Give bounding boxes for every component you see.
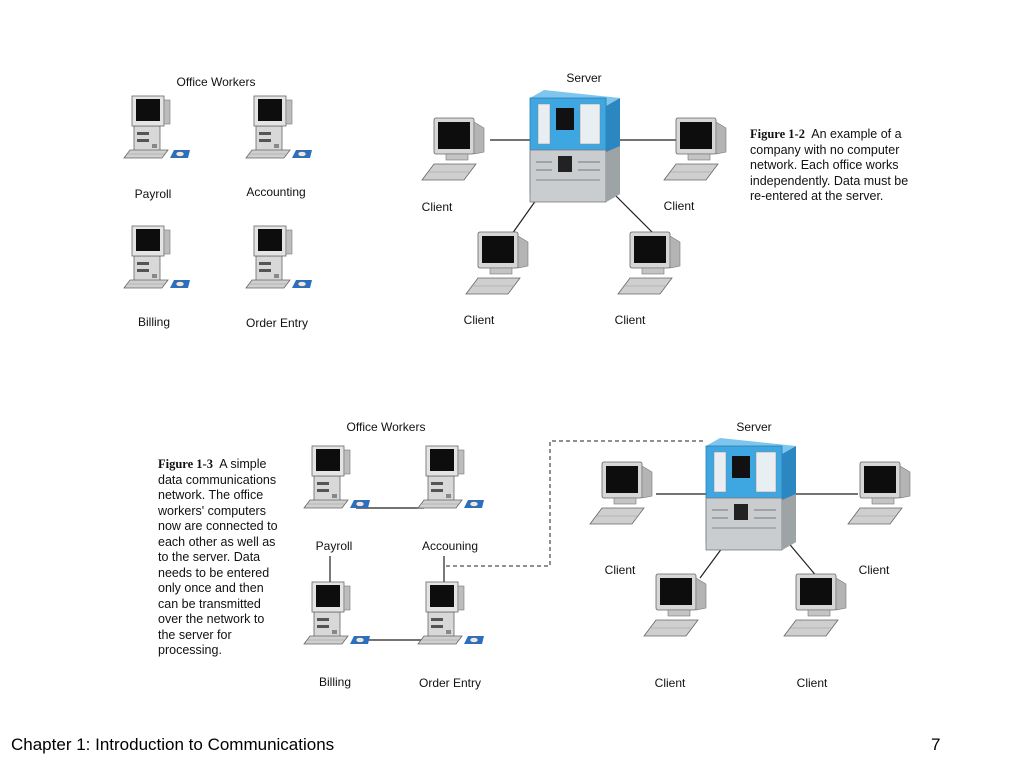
client-bottom-right: Client [783, 573, 847, 690]
desktop-computer-icon [123, 95, 191, 159]
workstation-order-entry: Order Entry [245, 225, 313, 330]
client-right: Client [847, 461, 911, 577]
figure-1-2-caption: Figure 1-2 An example of a company with … [750, 127, 925, 205]
workstation-order-entry: Order Entry [417, 581, 485, 690]
desktop-computer-icon [123, 225, 191, 289]
server-label: Server [736, 420, 771, 434]
desktop-computer-icon [303, 445, 371, 509]
workstation-label: Accounting [246, 185, 305, 199]
caption-text: An example of a company with no computer… [750, 127, 909, 203]
client-label: Client [464, 313, 495, 327]
server-icon [529, 89, 621, 203]
workstation-label: Order Entry [419, 676, 481, 690]
desktop-computer-icon [303, 581, 371, 645]
desktop-computer-icon [245, 95, 313, 159]
client-left: Client [421, 117, 485, 214]
workstation-label: Payroll [135, 187, 172, 201]
client-right: Client [663, 117, 727, 213]
footer-chapter: Chapter 1: Introduction to Communication… [11, 735, 335, 754]
workstation-billing: Billing [123, 225, 191, 329]
figure-1-3: Office Workers Payroll Accouning Billing… [303, 420, 911, 690]
caption-text: A simple data communications network. Th… [158, 457, 278, 657]
desktop-computer-icon [417, 445, 485, 509]
caption-label: Figure 1-3 [158, 457, 213, 471]
caption-label: Figure 1-2 [750, 127, 805, 141]
footer-page-number: 7 [931, 735, 941, 754]
server-label: Server [566, 71, 601, 85]
client-computer-icon [643, 573, 707, 637]
workstation-label: Billing [319, 675, 351, 689]
client-label: Client [615, 313, 646, 327]
client-computer-icon [783, 573, 847, 637]
client-label: Client [605, 563, 636, 577]
workstation-payroll: Payroll [123, 95, 191, 201]
server-icon [705, 437, 797, 551]
client-left: Client [589, 461, 653, 577]
workstation-label: Billing [138, 315, 170, 329]
office-workers-title: Office Workers [347, 420, 426, 434]
workstation-label: Accouning [422, 539, 478, 553]
client-computer-icon [589, 461, 653, 525]
office-workers-title: Office Workers [177, 75, 256, 89]
workstation-billing: Billing [303, 581, 371, 689]
client-bottom-left: Client [643, 573, 707, 690]
figure-1-3-caption: Figure 1-3 A simple data communications … [158, 457, 282, 659]
client-computer-icon [465, 231, 529, 295]
client-bottom-left: Client [464, 231, 529, 327]
client-label: Client [655, 676, 686, 690]
client-label: Client [422, 200, 453, 214]
workstation-accounting: Accounting [245, 95, 313, 199]
client-label: Client [859, 563, 890, 577]
client-computer-icon [617, 231, 681, 295]
desktop-computer-icon [245, 225, 313, 289]
figure-1-2: Office Workers Payroll Accounting Billin… [123, 71, 727, 330]
client-computer-icon [421, 117, 485, 181]
workstation-payroll: Payroll [303, 445, 371, 553]
workstation-accounting: Accouning [417, 445, 485, 553]
client-bottom-right: Client [615, 231, 681, 327]
connection-line [785, 539, 819, 579]
client-label: Client [664, 199, 695, 213]
dashed-server-link [446, 440, 706, 567]
client-computer-icon [847, 461, 911, 525]
client-label: Client [797, 676, 828, 690]
workstation-label: Order Entry [246, 316, 308, 330]
workstation-label: Payroll [316, 539, 353, 553]
client-computer-icon [663, 117, 727, 181]
desktop-computer-icon [417, 581, 485, 645]
